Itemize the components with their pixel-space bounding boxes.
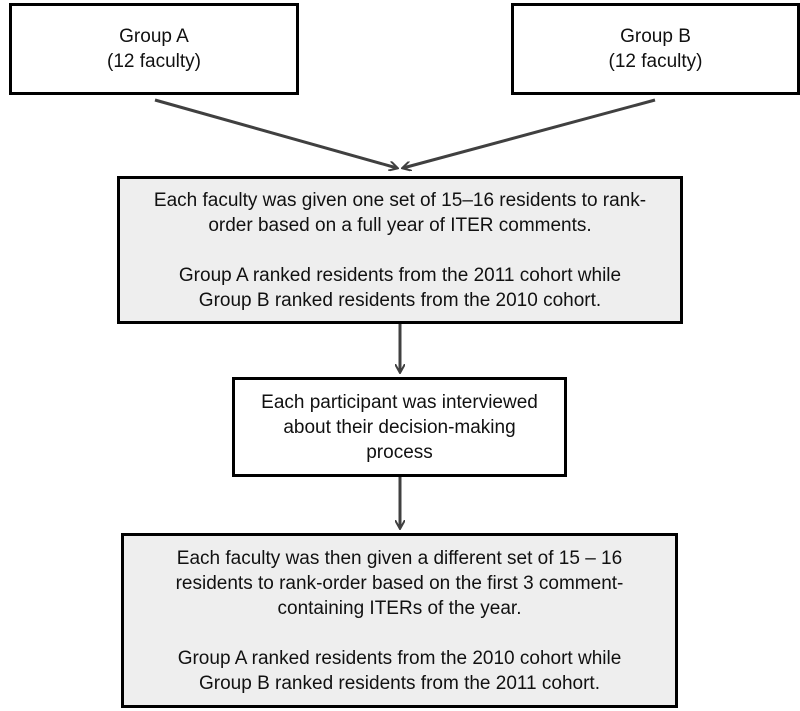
step3-line5: Group B ranked residents from the 2011 c… bbox=[199, 672, 600, 694]
step3-line1: Each faculty was then given a different … bbox=[176, 547, 623, 569]
group-a-label: Group A bbox=[119, 26, 189, 47]
group-a-box: Group A (12 faculty) bbox=[9, 3, 299, 95]
step3-line2: residents to rank-order based on the fir… bbox=[175, 572, 624, 594]
step2-line3: process bbox=[366, 441, 433, 463]
step3-line3: containing ITERs of the year. bbox=[277, 597, 522, 619]
group-b-label: Group B bbox=[620, 26, 691, 47]
step1-box: Each faculty was given one set of 15–16 … bbox=[117, 176, 683, 324]
step1-line1: Each faculty was given one set of 15–16 … bbox=[153, 189, 647, 211]
arrow-group-b-to-step1 bbox=[403, 98, 656, 168]
step2-box: Each participant was interviewed about t… bbox=[232, 377, 567, 477]
step1-line3: Group A ranked residents from the 2011 c… bbox=[178, 264, 622, 286]
step3-line4: Group A ranked residents from the 2010 c… bbox=[177, 647, 622, 669]
step1-line4: Group B ranked residents from the 2010 c… bbox=[198, 289, 602, 311]
group-b-count: (12 faculty) bbox=[608, 51, 703, 72]
group-b-box: Group B (12 faculty) bbox=[511, 3, 800, 95]
step3-box: Each faculty was then given a different … bbox=[121, 533, 678, 708]
step2-line1: Each participant was interviewed bbox=[261, 391, 538, 413]
group-a-count: (12 faculty) bbox=[107, 51, 201, 72]
step2-line2: about their decision-making bbox=[283, 416, 516, 438]
arrow-group-a-to-step1 bbox=[154, 98, 397, 168]
step1-line2: order based on a full year of ITER comme… bbox=[208, 214, 592, 236]
